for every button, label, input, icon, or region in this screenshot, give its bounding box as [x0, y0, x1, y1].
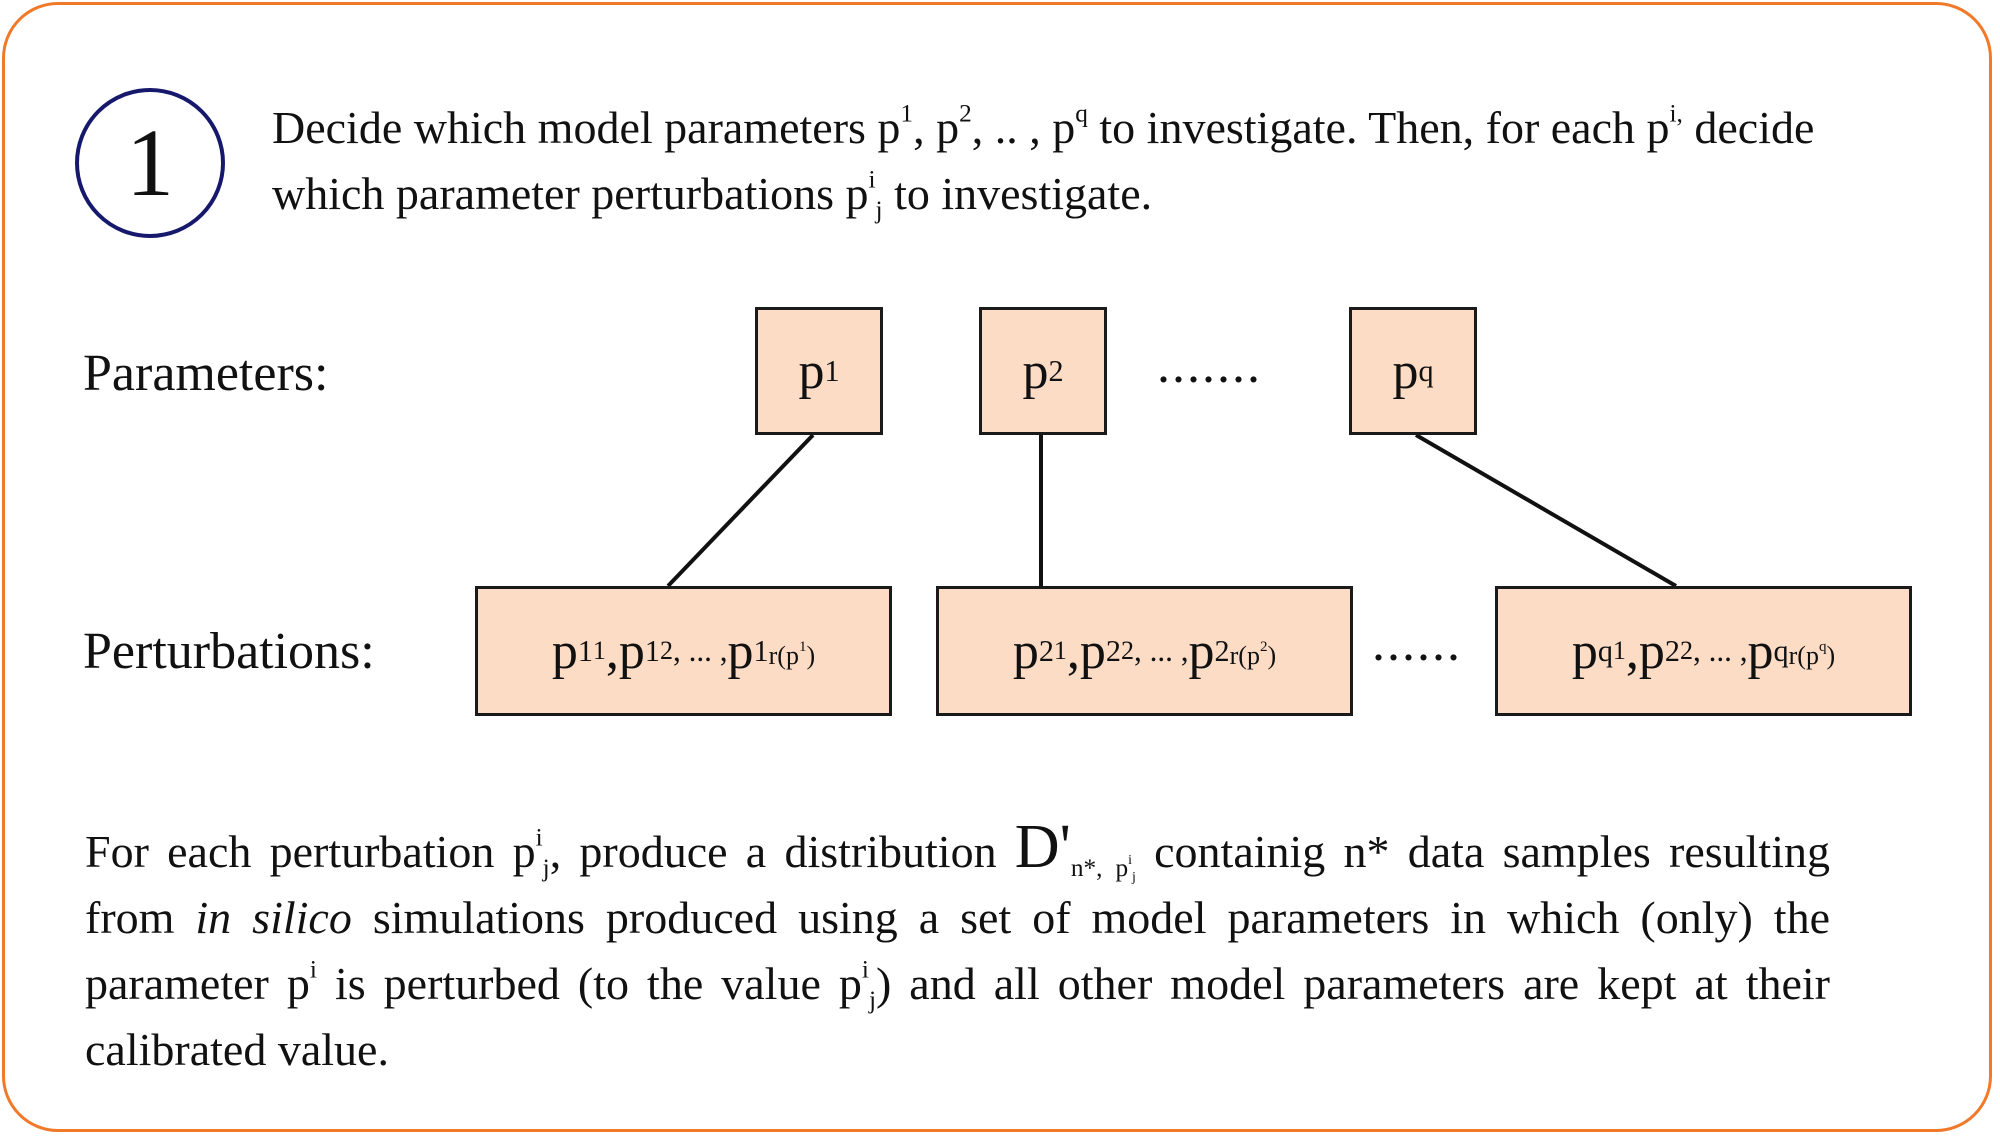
param-symbol: p: [1392, 342, 1419, 400]
body-segment: containig n* data samples resulting from: [85, 826, 1830, 943]
step-number: 1: [126, 109, 174, 216]
body-segment: , produce a distribution: [549, 826, 1015, 877]
pert-range: r(p2): [1230, 639, 1277, 668]
pert-symbol: p: [551, 622, 578, 680]
pert-symbol: p: [1012, 622, 1039, 680]
distribution-symbol: D': [1014, 813, 1071, 881]
pert-range-end: ): [1267, 640, 1277, 670]
intro-segment: to investigate. Then, for each p: [1087, 102, 1670, 153]
param-symbol: p: [1022, 342, 1049, 400]
pert-symbol: p: [1571, 622, 1598, 680]
pert-sep: ,: [605, 622, 619, 680]
intro-sup: 1: [900, 99, 914, 128]
pert-ellipsis: , ... ,: [1692, 633, 1748, 668]
pert-symbol: p: [1638, 622, 1665, 680]
pert-ellipsis: , ... ,: [672, 633, 728, 668]
pert-range: r(pq): [1789, 639, 1836, 668]
body-sup: i: [535, 823, 543, 852]
pert-sep: ,: [1625, 622, 1639, 680]
body-segment: simulations produced using a set of mode…: [85, 892, 1830, 1009]
pert-range-text: r(p: [1788, 640, 1819, 670]
connector-p1: [666, 433, 815, 588]
distribution-sub-text: n*, p: [1070, 853, 1129, 882]
pert-symbol: p: [1747, 622, 1774, 680]
body-segment: For each perturbation p: [85, 826, 536, 877]
intro-segment: , p: [913, 102, 960, 153]
intro-segment: Decide which model parameters p: [272, 102, 901, 153]
pert-range-sup: 1: [798, 638, 807, 655]
intro-sup: i,: [1669, 99, 1683, 128]
pert-range-sup: 2: [1259, 638, 1268, 655]
perturbations-ellipsis: ......: [1372, 615, 1462, 672]
parameters-ellipsis: .......: [1157, 337, 1262, 394]
description-text: For each perturbation pij, produce a dis…: [85, 814, 1830, 1083]
intro-text: Decide which model parameters p1, p2, ..…: [272, 95, 1852, 227]
pert-range-text: r(p: [1229, 640, 1260, 670]
intro-sup: i: [868, 165, 876, 194]
intro-sup: 2: [959, 99, 972, 128]
pert-symbol: p: [1079, 622, 1106, 680]
intro-segment: decide which parameter perturbations p: [272, 102, 1815, 219]
pert-range-text: r(p: [768, 640, 799, 670]
pert-range-end: ): [1826, 640, 1836, 670]
pert-range-end: ): [806, 640, 816, 670]
pert-symbol: p: [1188, 622, 1215, 680]
body-sup: i: [861, 955, 869, 984]
intro-segment: to investigate.: [882, 168, 1153, 219]
body-sub: j: [542, 853, 550, 882]
pert-symbol: p: [618, 622, 645, 680]
pert-ellipsis: , ... ,: [1133, 633, 1189, 668]
intro-sub: j: [875, 195, 883, 224]
parameters-label: Parameters:: [83, 345, 329, 402]
step-number-badge: 1: [75, 88, 225, 238]
pert-symbol: p: [727, 622, 754, 680]
param-symbol: p: [798, 342, 825, 400]
pert-sep: ,: [1066, 622, 1080, 680]
connector-pq: [1414, 433, 1678, 588]
body-emphasis: in silico: [195, 892, 352, 943]
intro-segment: , .. , p: [971, 102, 1076, 153]
distribution-sub-sub: j: [1132, 869, 1136, 885]
pert-range: r(p1): [769, 639, 816, 668]
body-segment: is perturbed (to the value p: [316, 958, 862, 1009]
body-sup: i: [309, 955, 317, 984]
body-segment: ) and all other model parameters are kep…: [85, 958, 1830, 1075]
body-sub: j: [868, 985, 876, 1014]
intro-sup: q: [1075, 99, 1088, 128]
perturbations-label: Perturbations:: [83, 623, 375, 680]
distribution-sub-sup: i: [1128, 853, 1133, 869]
pert-range-sup: q: [1818, 638, 1827, 655]
distribution-subscript: n*, pij: [1070, 853, 1136, 885]
